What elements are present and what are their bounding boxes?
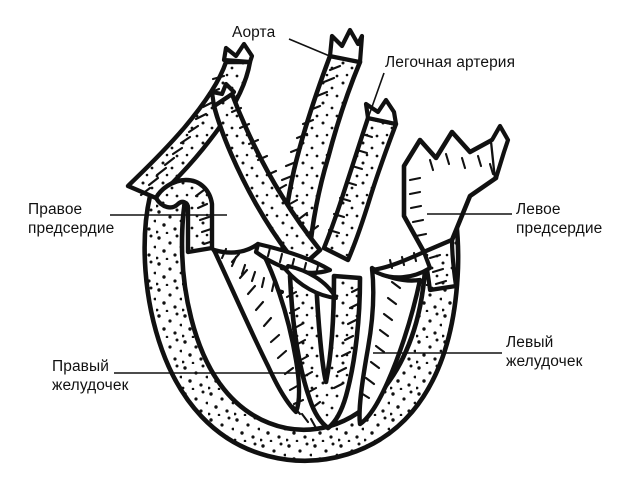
septum-body	[287, 273, 363, 431]
aorta-top-opening	[327, 27, 365, 65]
heart-drawing	[125, 27, 511, 464]
left-atrium-pulmonary-vein-notch	[489, 123, 511, 181]
leader-line-aorta	[288, 38, 333, 58]
label-left-atrium-line2: предсердие	[516, 220, 603, 237]
label-left-atrium-line1: Левое	[516, 201, 561, 218]
right-atrium-chamber-wall	[153, 177, 215, 255]
label-right-atrium-line2: предсердие	[28, 220, 115, 237]
pulmonary-branch-opening	[363, 97, 399, 127]
aortic-valve-leaflet	[284, 264, 338, 300]
endocardium-hatching	[139, 64, 495, 430]
label-left-ventricle: Левый желудочек	[506, 333, 582, 371]
label-pulmonary-artery: Легочная артерия	[385, 54, 516, 71]
left-atrium-structure	[401, 123, 511, 293]
label-left-ventricle-line2: желудочек	[506, 353, 583, 370]
tricuspid-valve-leaflet	[253, 241, 333, 275]
label-aorta: Аорта	[232, 24, 276, 41]
pulmonary-branch-right	[321, 115, 399, 263]
interventricular-septum	[287, 273, 363, 431]
leader-lines	[110, 38, 512, 374]
label-right-ventricle: Правый желудочек	[52, 357, 128, 395]
leader-line-pulmonary-artery	[366, 72, 385, 122]
svc-upper-opening	[221, 41, 255, 65]
left-ventricle-cavity	[357, 265, 423, 427]
mitral-valve-leaflet	[369, 249, 433, 280]
label-left-atrium: Левое предсердие	[516, 200, 602, 238]
pulmonary-artery-structure	[209, 81, 399, 271]
label-right-atrium: Правое предсердие	[28, 200, 114, 238]
label-right-atrium-line1: Правое	[28, 201, 83, 218]
label-right-ventricle-line2: желудочек	[52, 377, 129, 394]
label-right-ventricle-line1: Правый	[52, 358, 110, 375]
left-ventricle-inner-wall	[357, 265, 423, 427]
label-left-ventricle-line1: Левый	[506, 334, 554, 351]
